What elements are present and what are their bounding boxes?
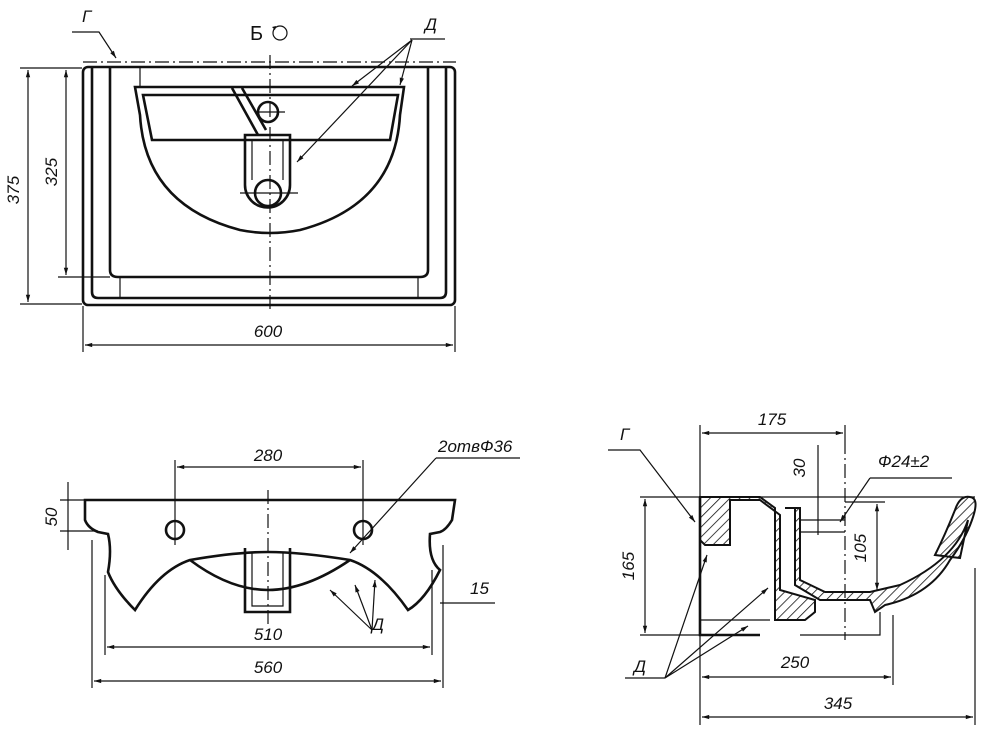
dim-325: 325 xyxy=(42,157,61,186)
label-d: Д xyxy=(423,15,437,34)
leader-d xyxy=(329,589,373,631)
leader-d xyxy=(296,39,413,163)
bowl-shelf xyxy=(141,93,400,142)
dim-165: 165 xyxy=(619,551,638,580)
leg-lines xyxy=(119,277,419,298)
leader-d xyxy=(354,584,373,631)
bowl-outline xyxy=(133,85,406,235)
label-d: Д xyxy=(370,615,384,634)
leader-holes xyxy=(349,457,437,554)
outline xyxy=(700,612,881,636)
dim-105: 105 xyxy=(851,533,870,562)
front-view: 280 2отвФ36 50 15 510 560 Д xyxy=(42,437,520,688)
sink-outline xyxy=(81,65,457,307)
dim-holes-note: 2отвФ36 xyxy=(437,437,513,456)
dim-diameter: Ф24±2 xyxy=(878,452,930,471)
dim-560: 560 xyxy=(254,658,283,677)
bowl-bottom xyxy=(189,558,351,592)
leader-d xyxy=(664,554,708,679)
label-g: Г xyxy=(82,7,93,26)
rotate-icon xyxy=(272,25,288,41)
section-bowl xyxy=(785,495,977,614)
dim-50: 50 xyxy=(42,507,61,526)
leader-d xyxy=(664,587,769,679)
dim-280: 280 xyxy=(253,446,283,465)
overflow-inner xyxy=(251,139,284,180)
leader-diameter xyxy=(839,477,871,523)
leader-g xyxy=(72,31,117,59)
leader-d xyxy=(664,625,749,679)
top-view: 375 325 600 Г Б Д xyxy=(4,7,457,352)
dim-345: 345 xyxy=(824,694,853,713)
dim-600: 600 xyxy=(254,322,283,341)
section-wall xyxy=(699,496,816,621)
overflow-channel xyxy=(230,87,268,136)
label-g: Г xyxy=(620,425,631,444)
leader-d xyxy=(371,579,377,631)
front-outline xyxy=(83,498,457,613)
dim-375: 375 xyxy=(4,175,23,204)
view-label-b: Б xyxy=(250,23,263,45)
dim-30: 30 xyxy=(790,458,809,477)
leader-g xyxy=(608,449,696,523)
leader-d xyxy=(399,39,413,86)
basin-edge xyxy=(108,67,430,279)
side-section: 175 30 Ф24±2 165 105 250 345 Г Д xyxy=(608,410,977,725)
leader-d xyxy=(351,39,413,87)
dim-15: 15 xyxy=(470,579,489,598)
dim-250: 250 xyxy=(780,653,810,672)
dim-175: 175 xyxy=(758,410,787,429)
label-d: Д xyxy=(632,657,646,676)
dim-510: 510 xyxy=(254,625,283,644)
rim-inner xyxy=(90,67,448,300)
